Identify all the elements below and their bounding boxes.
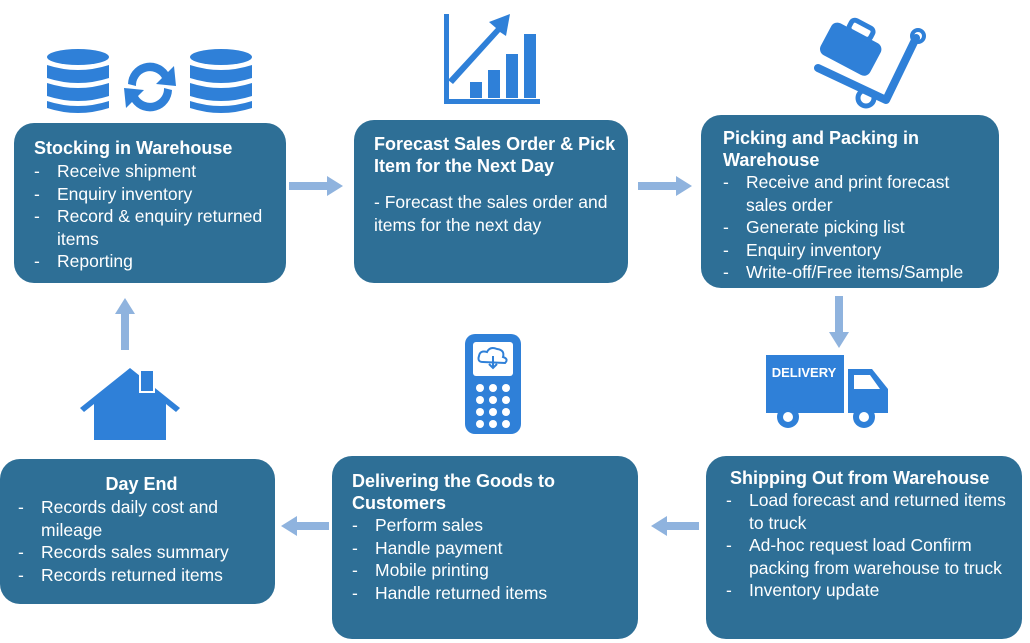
list-item: Record & enquiry returned items	[34, 205, 272, 250]
arrow-up	[115, 298, 135, 350]
list-item: Receive and print forecast sales order	[723, 171, 989, 216]
arrow-right-2	[638, 176, 692, 196]
picking-title: Picking and Packing in Warehouse	[723, 128, 920, 170]
list-item: Records sales summary	[18, 541, 265, 564]
arrow-left-1	[651, 516, 699, 536]
database-sync-icon	[47, 49, 252, 113]
arrow-down	[829, 296, 849, 348]
list-item: Records daily cost and mileage	[18, 496, 265, 541]
shipping-title: Shipping Out from Warehouse	[730, 468, 990, 488]
list-item: Records returned items	[18, 564, 265, 587]
list-item: Write-off/Free items/Sample	[723, 261, 989, 284]
arrow-left-2	[281, 516, 329, 536]
stocking-box: Stocking in Warehouse Receive shipment E…	[14, 123, 286, 283]
arrow-right-1	[289, 176, 343, 196]
hand-truck-icon	[814, 17, 926, 109]
list-item: Load forecast and returned items to truc…	[726, 489, 1012, 534]
shipping-box: Shipping Out from Warehouse Load forecas…	[706, 456, 1022, 639]
house-icon	[80, 368, 180, 440]
list-item: Handle payment	[352, 537, 626, 560]
list-item: Mobile printing	[352, 559, 626, 582]
list-item: Ad-hoc request load Confirm packing from…	[726, 534, 1012, 579]
list-item: Generate picking list	[723, 216, 989, 239]
forecast-text: - Forecast the sales order and items for…	[374, 192, 608, 235]
truck-label: DELIVERY	[772, 365, 837, 380]
list-item: Reporting	[34, 250, 272, 273]
forecast-box: Forecast Sales Order & Pick Item for the…	[354, 120, 628, 283]
growth-chart-icon	[444, 14, 540, 104]
stocking-title: Stocking in Warehouse	[34, 138, 233, 158]
list-item: Enquiry inventory	[723, 239, 989, 262]
list-item: Perform sales	[352, 514, 626, 537]
dayend-title: Day End	[105, 474, 178, 494]
delivering-box: Delivering the Goods to Customers Perfor…	[332, 456, 638, 639]
delivery-truck-icon: DELIVERY	[766, 355, 888, 428]
forecast-title: Forecast Sales Order & Pick Item for the…	[374, 134, 616, 176]
dayend-box: Day End Records daily cost and mileage R…	[0, 459, 275, 604]
list-item: Handle returned items	[352, 582, 626, 605]
delivering-title: Delivering the Goods to Customers	[352, 471, 556, 513]
picking-box: Picking and Packing in Warehouse Receive…	[701, 115, 999, 288]
list-item: Inventory update	[726, 579, 1012, 602]
list-item: Enquiry inventory	[34, 183, 272, 206]
handheld-device-icon	[465, 334, 521, 434]
list-item: Receive shipment	[34, 160, 272, 183]
